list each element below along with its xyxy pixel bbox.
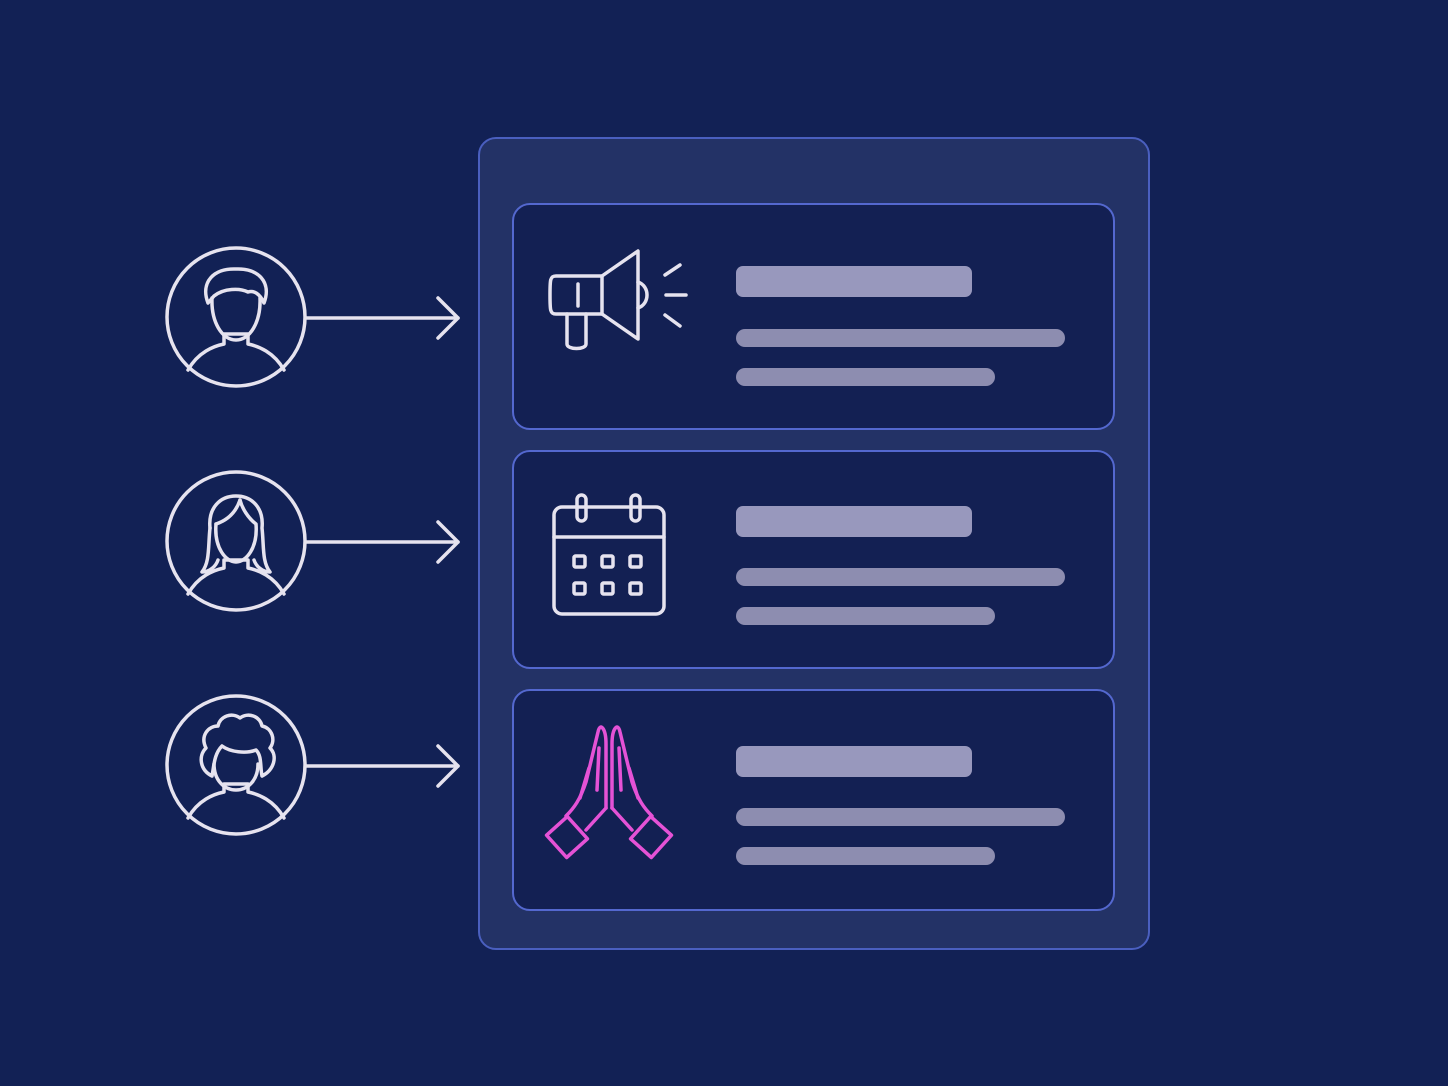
message-card-announcement[interactable] (512, 203, 1115, 430)
card-text-placeholder-line (736, 329, 1065, 347)
curly-hair-avatar-icon (165, 694, 307, 836)
card-text-placeholder-line (736, 568, 1065, 586)
man-avatar-icon (165, 246, 307, 388)
card-title-placeholder (736, 506, 972, 537)
card-text-placeholder-line (736, 847, 995, 865)
arrow-icon (304, 520, 460, 564)
card-text-placeholder-line (736, 607, 995, 625)
woman-avatar-icon (165, 470, 307, 612)
megaphone-icon (548, 249, 688, 351)
card-text-placeholder-line (736, 808, 1065, 826)
card-text-placeholder-line (736, 368, 995, 386)
calendar-icon (552, 493, 666, 616)
card-title-placeholder (736, 266, 972, 297)
arrow-icon (304, 744, 460, 788)
arrow-icon (304, 296, 460, 340)
praying-hands-icon (544, 725, 674, 860)
card-title-placeholder (736, 746, 972, 777)
